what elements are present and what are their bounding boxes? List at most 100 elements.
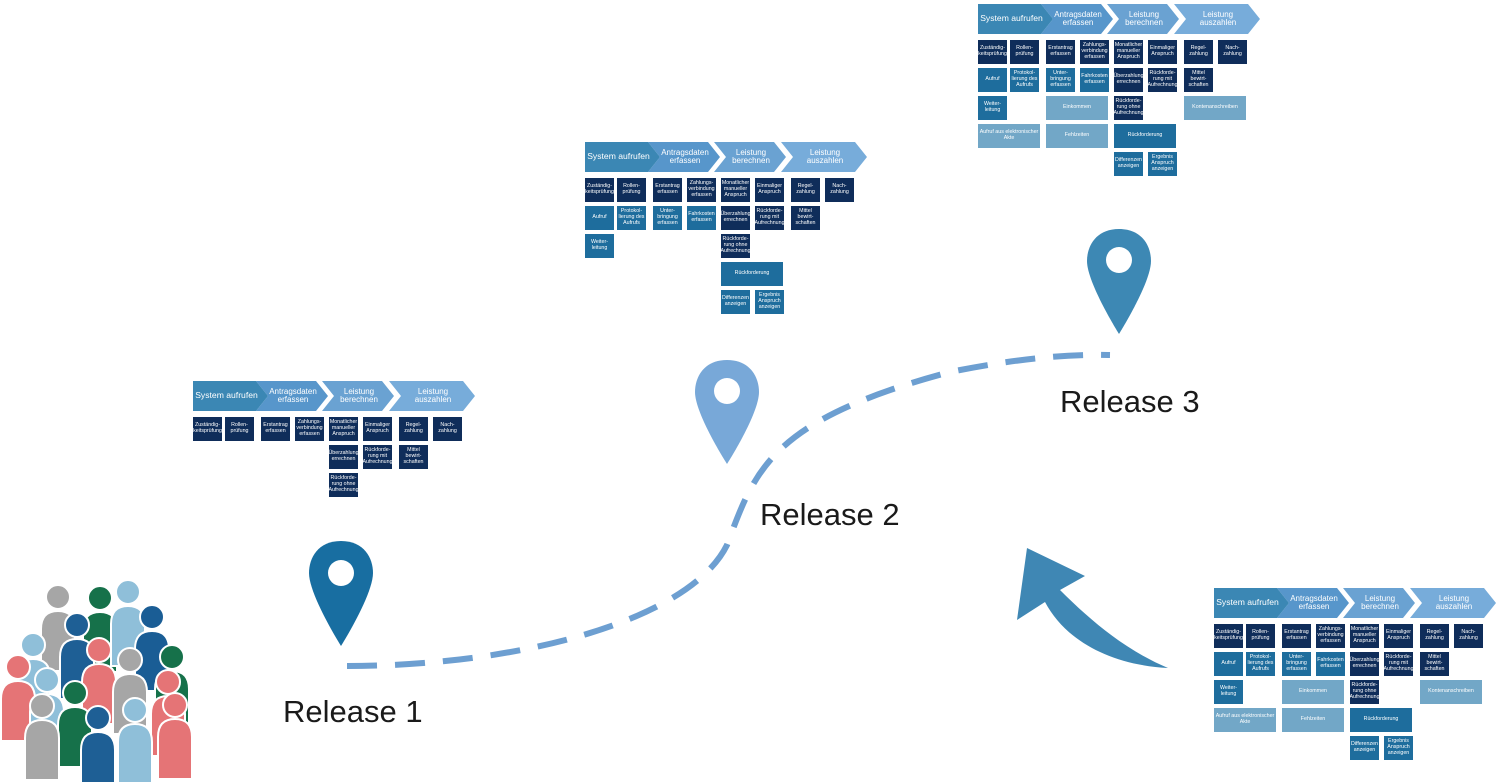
story-card: Zuständig-keitsprüfung <box>193 417 222 441</box>
story-card: Aufruf <box>978 68 1007 92</box>
story-card: Zuständig-keitsprüfung <box>585 178 614 202</box>
story-card: Ergebnis Anspruch anzeigen <box>1148 152 1177 176</box>
story-card: Aufruf aus elektronischer Akte <box>978 124 1040 148</box>
story-card: Regel-zahlung <box>791 178 820 202</box>
story-card: Rückforde-rung mit Aufrechnung <box>1148 68 1177 92</box>
release-label: Release 2 <box>760 497 900 532</box>
story-card: Erstantrag erfassen <box>1282 624 1311 648</box>
story-card: Einmaliger Anspruch <box>1148 40 1177 64</box>
user-group-icon <box>0 579 193 782</box>
story-card: Rollen-prüfung <box>1010 40 1039 64</box>
story-card: Rückforde-rung ohne Aufrechnung <box>1350 680 1379 704</box>
story-card: Überzahlung errechnen <box>1114 68 1143 92</box>
story-card: Erstantrag erfassen <box>261 417 290 441</box>
person-icon <box>20 632 46 658</box>
person-icon <box>122 697 148 723</box>
story-card: Einkommen <box>1046 96 1108 120</box>
story-card: Fahrkosten erfassen <box>687 206 716 230</box>
story-card: Unter-bringung erfassen <box>653 206 682 230</box>
activity-step: Leistung auszahlen <box>1410 588 1496 618</box>
story-card: Rückforde-rung ohne Aufrechnung <box>721 234 750 258</box>
feedback-arrow-icon <box>1017 548 1168 668</box>
person-icon <box>85 705 111 731</box>
activity-step: Antragsdaten erfassen <box>648 142 720 172</box>
person-icon <box>80 730 116 782</box>
person-icon <box>162 692 188 718</box>
person-icon <box>87 585 113 611</box>
story-card: Aufruf aus elektronischer Akte <box>1214 708 1276 732</box>
story-card: Aufruf <box>1214 652 1243 676</box>
person-icon <box>115 579 141 605</box>
activity-step: Leistung auszahlen <box>781 142 867 172</box>
story-card: Aufruf <box>585 206 614 230</box>
person-icon <box>29 693 55 719</box>
story-card: Zuständig-keitsprüfung <box>1214 624 1243 648</box>
story-card: Weiter-leitung <box>1214 680 1243 704</box>
activity-step: Leistung auszahlen <box>1174 4 1260 34</box>
release-label: Release 3 <box>1060 384 1200 419</box>
release-label: Release 1 <box>283 694 423 729</box>
story-card: Rückforde-rung ohne Aufrechnung <box>329 473 358 497</box>
story-card: Zahlungs-verbindung erfassen <box>295 417 324 441</box>
story-card: Rollen-prüfung <box>1246 624 1275 648</box>
location-pin-icon <box>695 360 759 464</box>
story-card: Rückforde-rung mit Aufrechnung <box>363 445 392 469</box>
story-card: Fehlzeiten <box>1046 124 1108 148</box>
person-icon <box>86 637 112 663</box>
person-icon <box>34 667 60 693</box>
person-icon <box>5 654 31 680</box>
story-card: Ergebnis Anspruch anzeigen <box>755 290 784 314</box>
story-card: Protokol-lierung des Aufrufs <box>617 206 646 230</box>
person-icon <box>117 647 143 673</box>
story-card: Mittel bewirt-schaften <box>399 445 428 469</box>
story-card: Nach-zahlung <box>825 178 854 202</box>
story-card: Rückforde-rung mit Aufrechnung <box>755 206 784 230</box>
person-icon <box>24 718 60 781</box>
story-card: Überzahlung errechnen <box>1350 652 1379 676</box>
person-icon <box>64 612 90 638</box>
story-card: Regel-zahlung <box>1184 40 1213 64</box>
story-card: Regel-zahlung <box>1420 624 1449 648</box>
story-card: Erstantrag erfassen <box>1046 40 1075 64</box>
story-card: Nach-zahlung <box>1218 40 1247 64</box>
story-card: Überzahlung errechnen <box>721 206 750 230</box>
story-card: Regel-zahlung <box>399 417 428 441</box>
story-card: Nach-zahlung <box>1454 624 1483 648</box>
story-card: Zahlungs-verbindung erfassen <box>687 178 716 202</box>
story-card: Fehlzeiten <box>1282 708 1344 732</box>
location-pin-icon <box>1087 229 1151 334</box>
story-card: Monatlicher manueller Anspruch <box>1114 40 1143 64</box>
activity-step: Antragsdaten erfassen <box>1277 588 1349 618</box>
person-icon <box>159 644 185 670</box>
story-card: Monatlicher manueller Anspruch <box>329 417 358 441</box>
story-card: Differenzen anzeigen <box>1350 736 1379 760</box>
activity-step: Leistung berechnen <box>714 142 786 172</box>
story-card: Fahrkosten erfassen <box>1316 652 1345 676</box>
story-card: Kontenanschreiben <box>1184 96 1246 120</box>
activity-step: Leistung auszahlen <box>389 381 475 411</box>
story-card: Ergebnis Anspruch anzeigen <box>1384 736 1413 760</box>
story-card: Weiter-leitung <box>585 234 614 258</box>
story-card: Weiter-leitung <box>978 96 1007 120</box>
story-card: Zuständig-keitsprüfung <box>978 40 1007 64</box>
person-icon <box>155 669 181 695</box>
story-card: Monatlicher manueller Anspruch <box>721 178 750 202</box>
story-card: Differenzen anzeigen <box>1114 152 1143 176</box>
story-card: Überzahlung errechnen <box>329 445 358 469</box>
person-icon <box>117 722 153 782</box>
activity-step: Leistung berechnen <box>322 381 394 411</box>
story-card: Mittel bewirt-schaften <box>791 206 820 230</box>
activity-step: System aufrufen <box>978 4 1053 34</box>
activity-step: Leistung berechnen <box>1343 588 1415 618</box>
activity-step: System aufrufen <box>193 381 268 411</box>
activity-step: Antragsdaten erfassen <box>256 381 328 411</box>
location-pin-icon <box>309 541 373 646</box>
activity-step: System aufrufen <box>585 142 660 172</box>
person-icon <box>157 717 193 780</box>
person-icon <box>45 584 71 610</box>
story-card: Fahrkosten erfassen <box>1080 68 1109 92</box>
story-card: Mittel bewirt-schaften <box>1184 68 1213 92</box>
story-card: Einkommen <box>1282 680 1344 704</box>
release-path <box>346 351 1111 669</box>
